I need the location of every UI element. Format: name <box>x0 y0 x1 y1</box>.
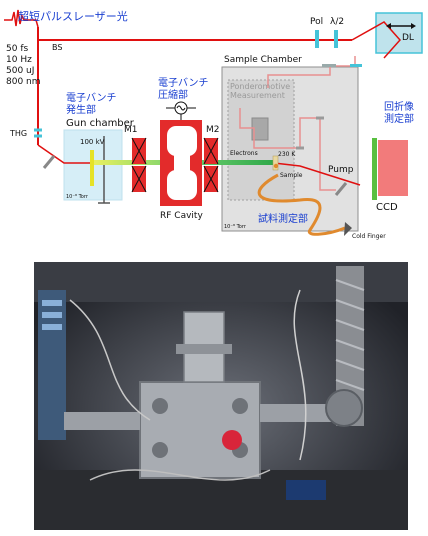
ccd-screen <box>372 138 377 200</box>
gun-jp-line1: 電子バンチ <box>66 92 117 104</box>
apparatus-photo <box>34 262 408 530</box>
pump-label: Pump <box>328 165 354 175</box>
gun-pressure: 10⁻⁸ Torr <box>66 194 89 200</box>
pol-label: Pol <box>310 17 323 27</box>
red-port <box>222 430 242 450</box>
m1-coil <box>131 137 147 193</box>
gun-chamber-label: Gun chamber <box>66 118 135 129</box>
m2-label: M2 <box>206 125 220 135</box>
laser-beam-to-cathode <box>37 144 90 164</box>
half-wave-plate <box>334 30 338 48</box>
laser-spec-4: 800 nm <box>6 77 41 87</box>
laser-title: 超短パルスレーザー光 <box>18 9 128 23</box>
laser-spec-3: 500 uJ <box>6 66 34 76</box>
pulse-icon <box>4 9 39 28</box>
dl-label: DL <box>402 33 414 43</box>
temperature-label: 230 K <box>278 151 296 158</box>
rf-jp-line1: 電子バンチ <box>158 77 209 89</box>
cold-finger-label: Cold Finger <box>352 233 386 240</box>
sample-chamber-title: Sample Chamber <box>224 55 302 65</box>
sample-label: Sample <box>280 172 303 179</box>
schematic-diagram: 超短パルスレーザー光 50 fs 10 Hz 500 uJ 800 nm BS … <box>4 9 423 240</box>
voltage-label: 100 kV <box>80 138 105 146</box>
sample-section-jp: 試料測定部 <box>258 212 308 225</box>
m1-label: M1 <box>124 125 138 135</box>
cathode <box>90 150 94 186</box>
laser-spec-2: 10 Hz <box>6 55 32 65</box>
ponderomotive-line2: Measurement <box>230 91 285 100</box>
delay-line-box <box>375 12 423 54</box>
laser-beam <box>37 27 352 41</box>
electrons-label: Electrons <box>230 150 258 157</box>
thg-label: THG <box>9 129 27 138</box>
cold-finger-hose <box>257 173 346 236</box>
sample-holder <box>272 155 279 171</box>
ponderomotive-line1: Ponderomotive <box>230 82 290 91</box>
rf-jp-line2: 圧縮部 <box>158 88 188 101</box>
bs-label: BS <box>52 43 62 52</box>
rf-cavity-label: RF Cavity <box>160 211 203 221</box>
electron-beam-after-sample <box>273 162 361 186</box>
ccd-label: CCD <box>376 202 398 213</box>
steering-mirror <box>42 155 56 169</box>
gun-jp-line2: 発生部 <box>66 103 96 116</box>
detector-jp-line1: 回折像 <box>384 100 414 113</box>
polarizer-plate <box>315 30 319 48</box>
pump-mirror <box>334 182 348 196</box>
detector-jp-line2: 測定部 <box>384 112 414 125</box>
rf-cavity <box>160 120 202 206</box>
half-wave-label: λ/2 <box>330 17 344 27</box>
sample-chamber-pressure: 10⁻⁸ Torr <box>224 224 247 230</box>
ccd-block <box>378 140 408 196</box>
m2-coil <box>203 137 219 193</box>
delay-line-path <box>351 21 402 59</box>
laser-spec-1: 50 fs <box>6 44 28 54</box>
ponderomotive-target <box>251 117 269 141</box>
